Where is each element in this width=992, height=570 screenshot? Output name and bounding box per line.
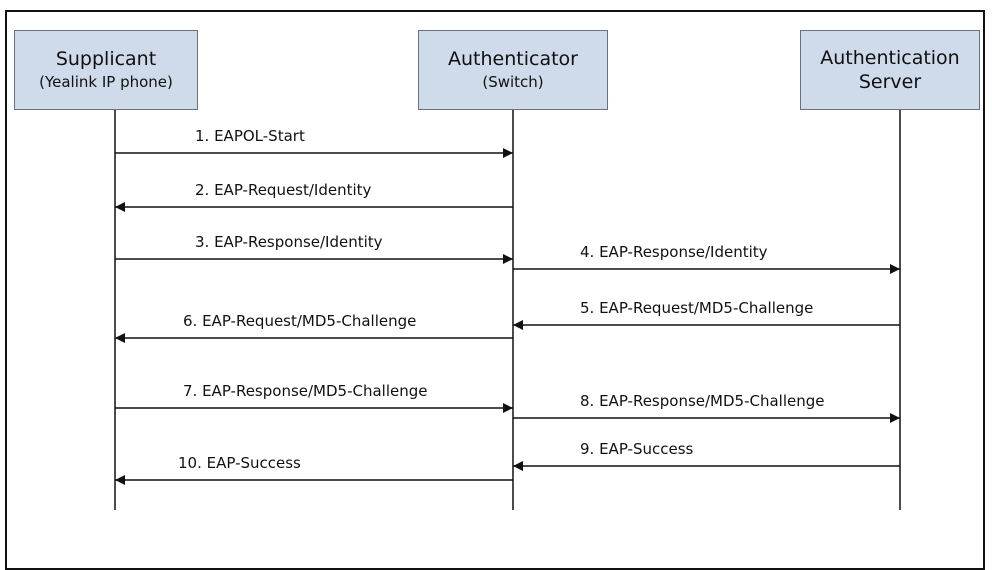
message-label-9: 9. EAP-Success — [580, 440, 694, 458]
actor-supplicant-subtitle: (Yealink IP phone) — [39, 73, 173, 91]
actor-authenticator-subtitle: (Switch) — [482, 73, 544, 91]
actor-server: Authentication Server — [800, 30, 980, 110]
sequence-diagram: 1. EAPOL-Start 2. EAP-Request/Identity 3. … — [114, 71, 901, 510]
message-label-7: 7. EAP-Response/MD5-Challenge — [183, 382, 427, 400]
actor-server-title: Authentication — [820, 47, 960, 69]
message-label-3: 3. EAP-Response/Identity — [195, 233, 383, 251]
message-label-5: 5. EAP-Request/MD5-Challenge — [580, 299, 813, 317]
message-label-1: 1. EAPOL-Start — [195, 127, 305, 145]
message-label-4: 4. EAP-Response/Identity — [580, 243, 768, 261]
message-label-8: 8. EAP-Response/MD5-Challenge — [580, 392, 824, 410]
actor-authenticator: Authenticator (Switch) — [418, 30, 608, 110]
actor-supplicant: Supplicant (Yealink IP phone) — [14, 30, 198, 110]
message-label-6: 6. EAP-Request/MD5-Challenge — [183, 312, 416, 330]
message-label-10: 10. EAP-Success — [178, 454, 301, 472]
message-label-2: 2. EAP-Request/Identity — [195, 181, 372, 199]
actor-supplicant-title: Supplicant — [55, 48, 157, 70]
actor-authenticator-title: Authenticator — [448, 48, 578, 70]
actor-server-subtitle: Server — [858, 71, 922, 93]
